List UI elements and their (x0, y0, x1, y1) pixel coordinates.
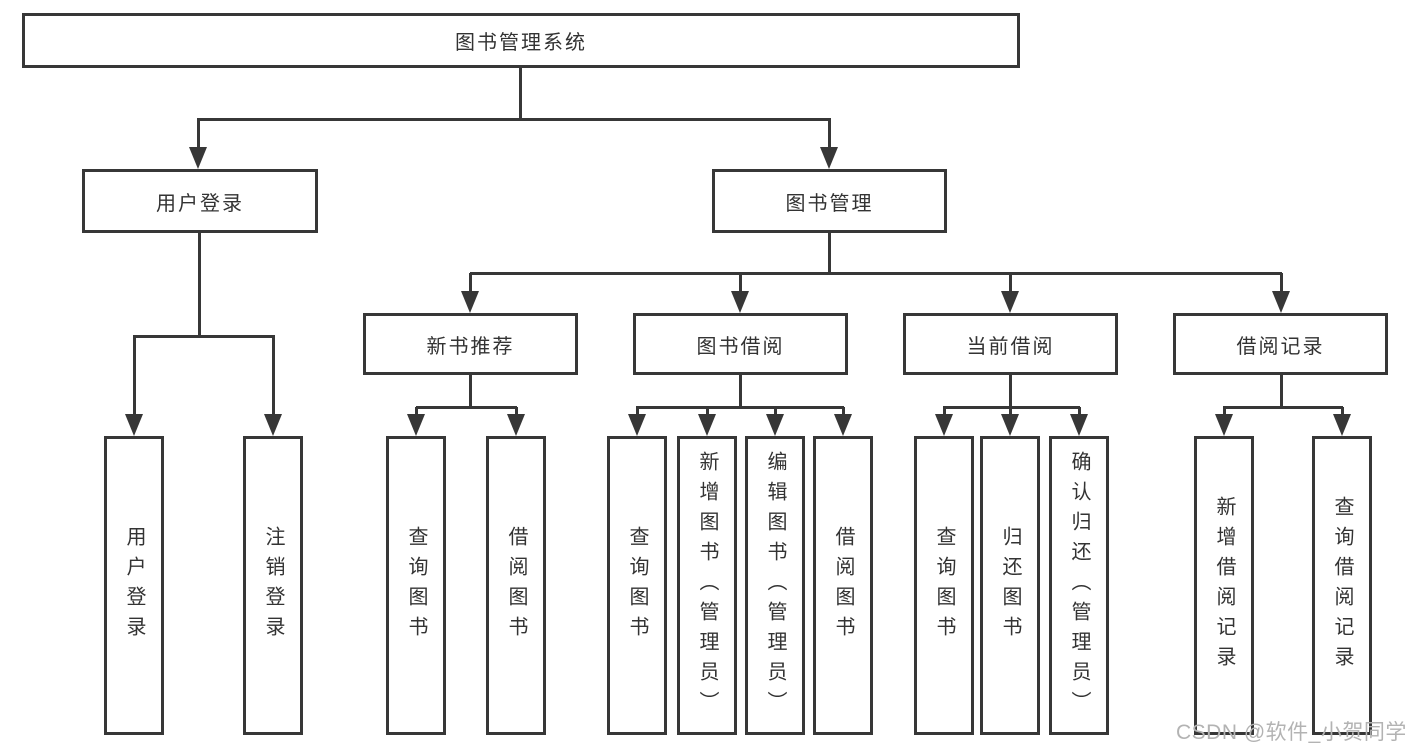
arrow-down-icon (507, 414, 525, 436)
connector-line (468, 375, 472, 409)
connector-line (416, 405, 517, 409)
watermark: CSDN @软件_小贺同学 (1176, 721, 1405, 744)
arrow-down-icon (1272, 291, 1290, 313)
arrow-down-icon (698, 414, 716, 436)
leaf-edit-book-admin: 编辑图书（管理员） (745, 436, 805, 735)
connector-line (1223, 405, 1343, 409)
connector-line (271, 336, 275, 416)
connector-line (518, 68, 522, 121)
connector-line (943, 405, 1080, 409)
connector-line (470, 271, 1282, 275)
leaf-logout: 注销登录 (243, 436, 303, 735)
connector-line (738, 375, 742, 409)
connector-line (635, 407, 639, 418)
node-user-login: 用户登录 (82, 169, 318, 233)
leaf-query-borrow-record: 查询借阅记录 (1312, 436, 1372, 735)
connector-line (827, 233, 831, 275)
connector-line (1222, 407, 1226, 418)
connector-line (1008, 407, 1012, 418)
arrow-down-icon (264, 414, 282, 436)
connector-line (197, 117, 831, 121)
connector-line (1077, 407, 1081, 418)
arrow-down-icon (1001, 414, 1019, 436)
leaf-confirm-return-admin: 确认归还（管理员） (1049, 436, 1109, 735)
connector-line (1340, 407, 1344, 418)
connector-line (468, 273, 472, 294)
leaf-add-borrow-record: 新增借阅记录 (1194, 436, 1254, 735)
leaf-query-books-recommend: 查询图书 (386, 436, 446, 735)
arrow-down-icon (935, 414, 953, 436)
leaf-borrow-books-recommend: 借阅图书 (486, 436, 546, 735)
arrow-down-icon (731, 291, 749, 313)
connector-line (1008, 273, 1012, 294)
arrow-down-icon (1001, 291, 1019, 313)
connector-line (636, 405, 844, 409)
connector-line (132, 336, 136, 416)
leaf-query-books-current: 查询图书 (914, 436, 974, 735)
connector-line (827, 119, 831, 150)
arrow-down-icon (407, 414, 425, 436)
leaf-borrow-books: 借阅图书 (813, 436, 873, 735)
leaf-add-book-admin: 新增图书（管理员） (677, 436, 737, 735)
connector-line (197, 233, 201, 338)
connector-line (1008, 375, 1012, 409)
leaf-return-book: 归还图书 (980, 436, 1040, 735)
arrow-down-icon (125, 414, 143, 436)
node-book-management: 图书管理 (712, 169, 947, 233)
connector-line (514, 407, 518, 418)
arrow-down-icon (820, 147, 838, 169)
leaf-user-login: 用户登录 (104, 436, 164, 735)
arrow-down-icon (1333, 414, 1351, 436)
connector-line (1279, 375, 1283, 409)
connector-line (196, 119, 200, 150)
node-book-borrow: 图书借阅 (633, 313, 848, 375)
arrow-down-icon (766, 414, 784, 436)
arrow-down-icon (834, 414, 852, 436)
connector-line (841, 407, 845, 418)
node-borrow-records: 借阅记录 (1173, 313, 1388, 375)
leaf-query-books-borrow: 查询图书 (607, 436, 667, 735)
connector-line (942, 407, 946, 418)
connector-line (738, 273, 742, 294)
arrow-down-icon (1070, 414, 1088, 436)
connector-line (773, 407, 777, 418)
connector-line (414, 407, 418, 418)
node-current-borrow: 当前借阅 (903, 313, 1118, 375)
connector-line (705, 407, 709, 418)
arrow-down-icon (1215, 414, 1233, 436)
arrow-down-icon (461, 291, 479, 313)
arrow-down-icon (628, 414, 646, 436)
connector-line (133, 334, 275, 338)
node-library-management-system: 图书管理系统 (22, 13, 1020, 68)
connector-line (1279, 273, 1283, 294)
node-new-book-recommend: 新书推荐 (363, 313, 578, 375)
arrow-down-icon (189, 147, 207, 169)
